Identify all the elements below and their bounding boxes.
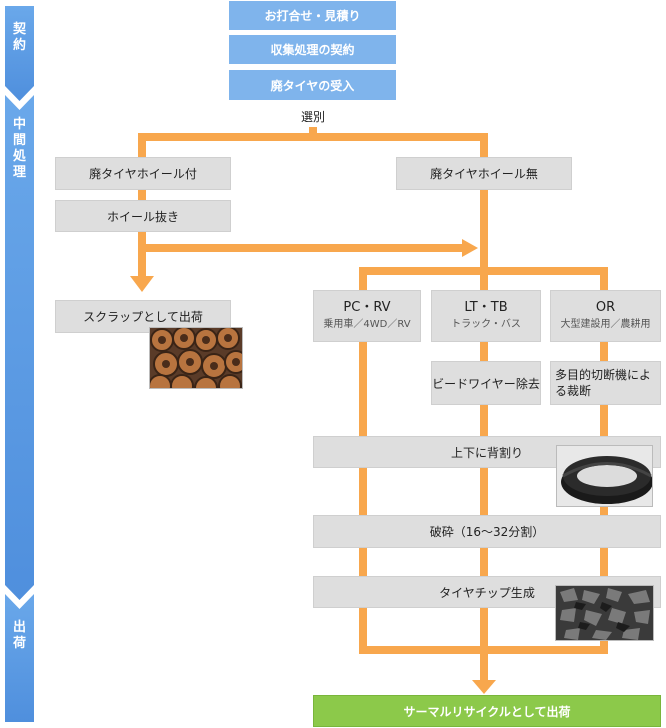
sort-label: 選別 [300,110,325,124]
step-receive: 廃タイヤの受入 [229,70,396,100]
stage-ship-label: 出荷 [12,620,26,651]
box-wheel-removal: ホイール抜き [55,200,231,232]
tire-chip-photo [555,585,654,641]
arrow-right-merge [462,239,478,257]
stage-middle-shape [5,95,34,600]
category-or-name: OR [595,300,616,315]
category-pc-rv-name: PC・RV [343,300,391,315]
step-crush: 破砕（16〜32分割） [313,515,661,548]
split-tire-photo [556,445,653,507]
final-step-label: サーマルリサイクルとして出荷 [403,704,571,719]
box-bead-wire: ビードワイヤー除去 [431,361,541,405]
category-pc-rv-sub: 乗用車／4WD／RV [323,319,411,330]
category-or: OR 大型建設用／農耕用 [550,290,661,342]
stage-ship-shape [5,594,34,722]
box-no-wheel-label: 廃タイヤホイール無 [430,167,538,181]
category-pc-rv: PC・RV 乗用車／4WD／RV [313,290,421,342]
box-scrap-ship-label: スクラップとして出荷 [83,310,203,324]
arrow-down-final [472,680,496,694]
box-no-wheel: 廃タイヤホイール無 [396,157,572,190]
stage-ship: 出荷 [5,598,34,658]
step-crush-label: 破砕（16〜32分割） [429,525,545,539]
stage-middle-label: 中間処理 [12,117,26,180]
box-multi-cut-label: 多目的切断機による裁断 [555,368,652,398]
stage-contract: 契約 [5,0,34,90]
box-multi-cut: 多目的切断機による裁断 [550,361,661,405]
box-bead-wire-label: ビードワイヤー除去 [432,376,540,391]
stage-contract-shape [5,6,34,101]
step-consultation-label: お打合せ・見積り [264,9,361,23]
stage-contract-label: 契約 [12,22,26,53]
box-with-wheel: 廃タイヤホイール付 [55,157,231,190]
stage-middle: 中間処理 [5,95,34,195]
step-receive-label: 廃タイヤの受入 [270,78,355,93]
final-step: サーマルリサイクルとして出荷 [313,695,661,727]
step-split-label: 上下に背割り [450,445,523,460]
category-lt-tb-sub: トラック・バス [451,319,521,330]
step-contract: 収集処理の契約 [229,35,396,64]
step-contract-label: 収集処理の契約 [270,43,355,57]
scrap-wheels-photo [149,327,243,389]
step-chip-label: タイヤチップ生成 [439,585,535,600]
arrow-down-scrap [130,276,154,292]
category-lt-tb: LT・TB トラック・バス [431,290,541,342]
category-or-sub: 大型建設用／農耕用 [560,319,651,330]
stage-sidebar [5,6,34,722]
box-with-wheel-label: 廃タイヤホイール付 [89,167,197,181]
box-wheel-removal-label: ホイール抜き [106,209,179,224]
step-consultation: お打合せ・見積り [229,1,396,30]
category-lt-tb-name: LT・TB [464,300,508,315]
